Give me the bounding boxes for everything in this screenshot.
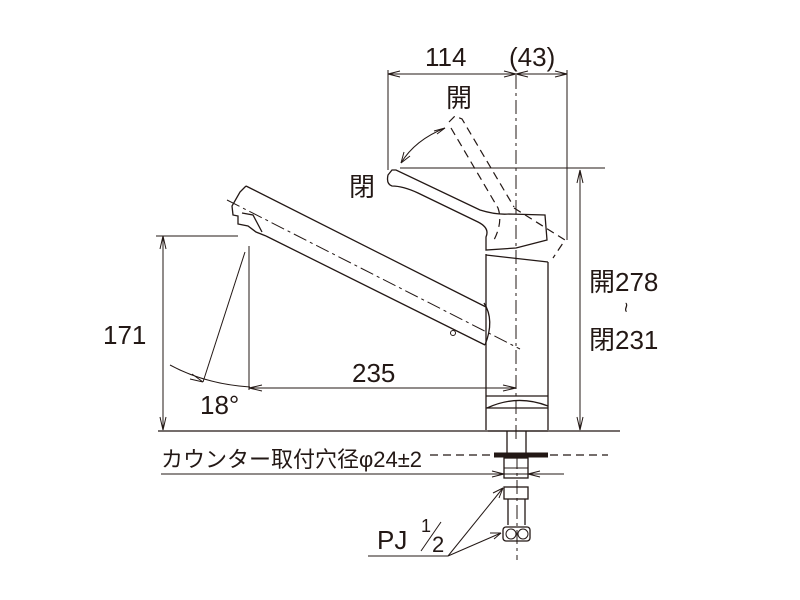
spout xyxy=(226,185,521,350)
lever-swing-arrow xyxy=(400,127,446,164)
height-closed-label: 閉231 xyxy=(589,325,658,355)
dimension-spout-angle: 18° xyxy=(169,251,251,420)
height-range-symbol: ~ xyxy=(616,302,636,313)
dimension-114-label: 114 xyxy=(425,42,466,72)
lever-handle-open xyxy=(448,115,566,259)
pj-thread-callout: PJ 1 2 xyxy=(368,487,504,557)
counter-hole-callout: カウンター取付穴径φ24±2 xyxy=(161,447,564,478)
dimension-235-label: 235 xyxy=(352,358,395,388)
supply-connection xyxy=(430,431,608,560)
pj-thread-prefix: PJ xyxy=(377,525,407,555)
dimension-spout-height: 171 xyxy=(103,235,238,431)
pj-thread-denominator: 2 xyxy=(432,532,444,557)
pj-thread-numerator: 1 xyxy=(421,516,431,536)
faucet-body xyxy=(485,254,549,432)
dimension-171-label: 171 xyxy=(103,320,146,350)
dimension-43-label: (43) xyxy=(509,42,555,72)
counter-hole-label: カウンター取付穴径φ24±2 xyxy=(161,447,422,472)
angle-18-label: 18° xyxy=(200,390,239,420)
lever-open-label: 開 xyxy=(446,83,472,113)
dimension-spout-reach: 235 xyxy=(248,246,517,392)
lever-closed-label: 閉 xyxy=(349,172,375,202)
dimension-lever-width: 114 (43) xyxy=(387,42,568,240)
dimension-total-height: 開278 ~ 閉231 xyxy=(400,167,658,431)
lever-handle-closed xyxy=(386,169,548,251)
height-open-label: 開278 xyxy=(589,267,658,297)
